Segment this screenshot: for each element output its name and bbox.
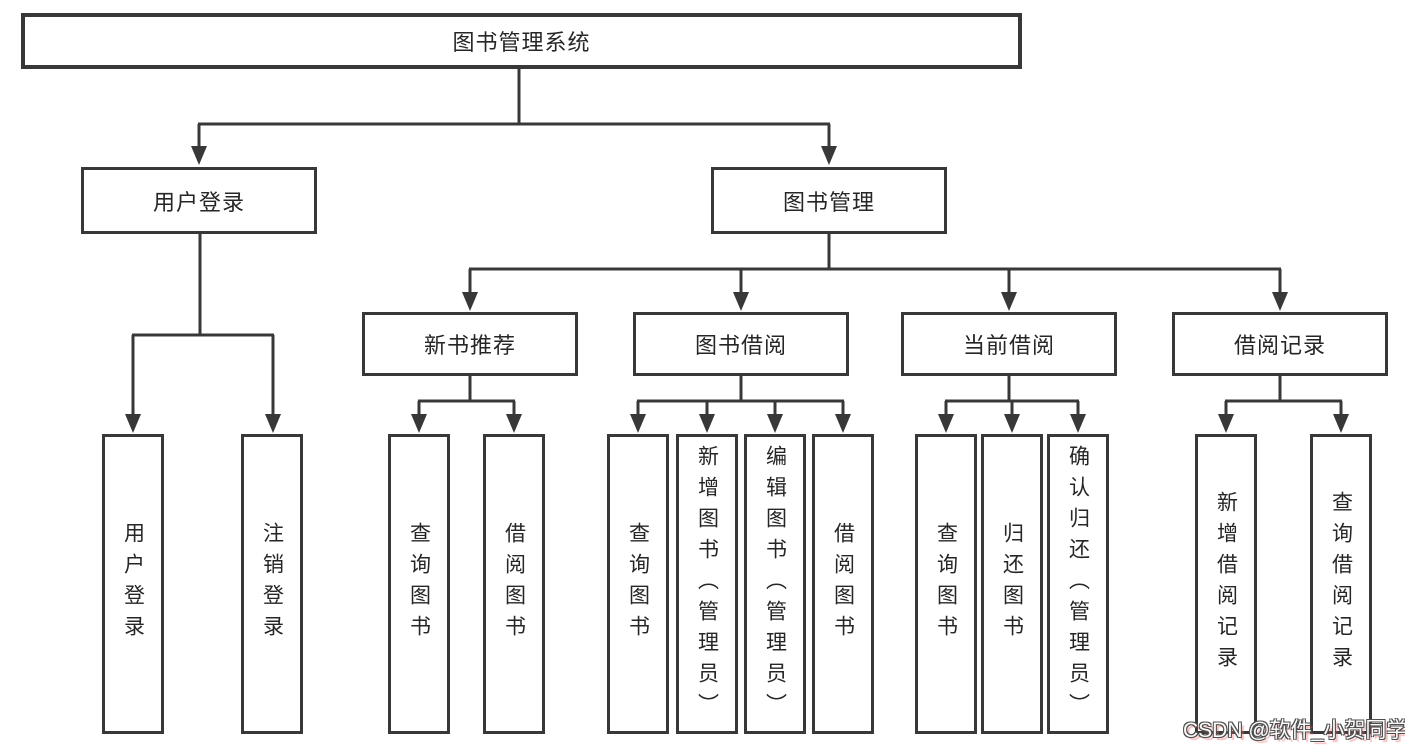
leaf-borrow-book-rec-label: 借阅图书 (502, 522, 526, 646)
arrowhead-current-borrow (1001, 292, 1017, 311)
arrowhead-book-borrow (733, 292, 749, 311)
leaf-query-book-borrow: 查询图书 (607, 434, 669, 734)
arrowhead-leaf-add-record (1218, 414, 1234, 433)
leaf-confirm-return-admin-label: 确认归还（管理员） (1066, 444, 1090, 724)
node-borrow-record-label: 借阅记录 (1233, 333, 1326, 358)
connector-book-mgmt-to-level3 (468, 233, 1282, 296)
arrowhead-leaf-borrow-book (835, 414, 851, 433)
arrowhead-book-mgmt (821, 146, 837, 165)
leaf-edit-book-admin: 编辑图书（管理员） (744, 434, 806, 734)
arrowhead-new-book-rec (462, 292, 478, 311)
leaf-logout-login: 注销登录 (241, 434, 303, 734)
leaf-query-book-borrow-label: 查询图书 (626, 522, 650, 646)
csdn-watermark: CSDN @软件_小贺同学 (1183, 719, 1405, 742)
connector-new-book-rec-to-leaves (417, 375, 516, 418)
leaf-user-login-label: 用户登录 (121, 522, 145, 646)
leaf-query-book-current-label: 查询图书 (934, 522, 958, 646)
arrowhead-leaf-query-book-borrow (630, 414, 646, 433)
arrowhead-leaf-query-book-current (938, 414, 954, 433)
leaf-borrow-book-rec: 借阅图书 (483, 434, 545, 734)
arrowhead-leaf-return-book (1004, 414, 1020, 433)
node-book-borrow: 图书借阅 (633, 312, 849, 376)
leaf-query-borrow-record: 查询借阅记录 (1310, 434, 1372, 734)
leaf-query-book-current: 查询图书 (915, 434, 977, 734)
leaf-logout-login-label: 注销登录 (260, 522, 284, 646)
leaf-query-borrow-record-label: 查询借阅记录 (1329, 491, 1353, 677)
connector-root-to-level2 (197, 68, 831, 150)
leaf-add-book-admin: 新增图书（管理员） (676, 434, 738, 734)
node-user-login-label: 用户登录 (152, 189, 245, 215)
leaf-query-book-rec-label: 查询图书 (407, 522, 431, 646)
arrowhead-leaf-logout (265, 414, 281, 433)
arrowhead-leaf-query-book-rec (411, 414, 427, 433)
arrowhead-leaf-edit-book (767, 414, 783, 433)
node-root-system: 图书管理系统 (21, 13, 1022, 69)
connector-user-login-to-leaves (131, 233, 275, 418)
arrowhead-leaf-confirm-return (1070, 414, 1086, 433)
node-book-mgmt: 图书管理 (711, 167, 947, 234)
arrowhead-borrow-record (1272, 292, 1288, 311)
node-new-book-rec: 新书推荐 (362, 312, 578, 376)
leaf-add-borrow-record: 新增借阅记录 (1195, 434, 1257, 734)
node-new-book-rec-label: 新书推荐 (423, 333, 516, 358)
node-root-system-label: 图书管理系统 (452, 30, 591, 55)
leaf-add-book-admin-label: 新增图书（管理员） (695, 444, 719, 724)
connector-borrow-record-to-leaves (1224, 375, 1343, 418)
arrowhead-leaf-query-record (1333, 414, 1349, 433)
arrowhead-leaf-borrow-book-rec (506, 414, 522, 433)
node-borrow-record: 借阅记录 (1172, 312, 1388, 376)
leaf-query-book-rec: 查询图书 (388, 434, 450, 734)
leaf-add-borrow-record-label: 新增借阅记录 (1214, 491, 1238, 677)
arrowhead-user-login (191, 146, 207, 165)
leaf-user-login: 用户登录 (102, 434, 164, 734)
node-book-mgmt-label: 图书管理 (782, 189, 875, 215)
node-current-borrow-label: 当前借阅 (962, 333, 1055, 358)
connector-book-borrow-to-leaves (636, 375, 845, 418)
arrowhead-leaf-add-book (699, 414, 715, 433)
node-user-login: 用户登录 (81, 167, 317, 234)
leaf-confirm-return-admin: 确认归还（管理员） (1047, 434, 1109, 734)
leaf-return-book: 归还图书 (981, 434, 1043, 734)
connector-current-borrow-to-leaves (944, 375, 1080, 418)
leaf-edit-book-admin-label: 编辑图书（管理员） (763, 444, 787, 724)
leaf-borrow-book: 借阅图书 (812, 434, 874, 734)
arrowhead-leaf-user-login (125, 414, 141, 433)
leaf-return-book-label: 归还图书 (1000, 522, 1024, 646)
node-book-borrow-label: 图书借阅 (694, 333, 787, 358)
node-current-borrow: 当前借阅 (901, 312, 1117, 376)
leaf-borrow-book-label: 借阅图书 (831, 522, 855, 646)
